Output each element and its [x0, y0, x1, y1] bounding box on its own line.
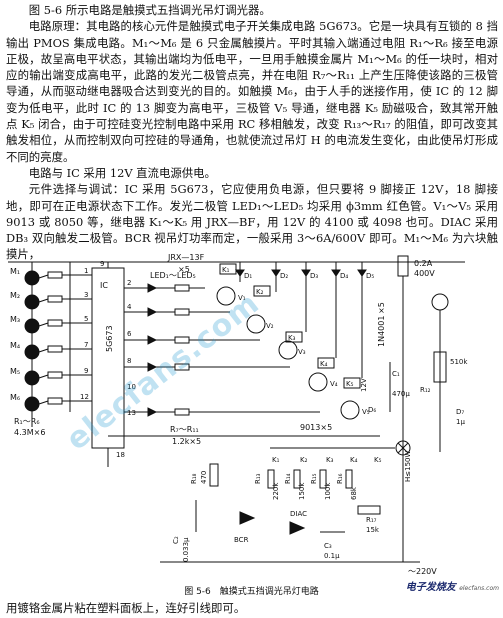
r-base-label: R₇～R₁₁ [170, 425, 199, 434]
rect-diode: 1N4001 [377, 316, 386, 347]
svg-text:18: 18 [116, 451, 125, 459]
svg-text:K₁: K₁ [272, 456, 280, 464]
svg-text:×5: ×5 [377, 302, 386, 314]
svg-text:12: 12 [80, 393, 89, 401]
svg-text:D₇: D₇ [456, 408, 464, 416]
fuse-value: 0.2A [414, 259, 433, 268]
svg-text:R₁₅: R₁₅ [310, 473, 318, 484]
relay-driver-section: JRX—13F ×5 K₁ K₂ K₃ K₄ K₅ V₁ V₂ V₃ V₄ V₅… [108, 253, 380, 437]
ic-5g673: IC 5G673 1 3 5 7 9 12 2 4 6 8 10 13 18 9 [80, 260, 136, 467]
pad-label: M₁ [10, 267, 20, 276]
svg-text:K₂: K₂ [300, 456, 308, 464]
svg-text:9: 9 [84, 367, 88, 375]
svg-text:R₁₆: R₁₆ [336, 473, 344, 484]
svg-text:K₅: K₅ [346, 380, 354, 388]
relay-count: ×5 [178, 265, 190, 274]
figure-caption: 图 5-6 触摸式五挡调光吊灯电路 [184, 587, 319, 597]
svg-text:K₄: K₄ [320, 360, 328, 368]
fuse-voltage: 400V [414, 269, 435, 278]
svg-text:6: 6 [127, 330, 132, 338]
ic-label: IC [100, 281, 108, 290]
svg-text:C₂: C₂ [172, 536, 180, 544]
ic-part: 5G673 [105, 325, 114, 352]
svg-text:R₁₈: R₁₈ [190, 473, 198, 484]
lamp-label: H≤150W [404, 451, 412, 482]
relay-type: JRX—13F [167, 253, 205, 262]
r-input-value: 4.3M×6 [14, 428, 45, 437]
svg-text:100k: 100k [324, 482, 332, 500]
paragraph: 电路原理：其电路的核心元件是触摸式电子开关集成电路 5G673。它是一块具有互锁… [6, 19, 498, 164]
pad-label: M₆ [10, 393, 20, 402]
svg-text:C₃: C₃ [324, 542, 332, 550]
svg-text:0.033μ: 0.033μ [182, 537, 190, 562]
svg-text:K₄: K₄ [350, 456, 358, 464]
svg-text:3: 3 [84, 291, 88, 299]
svg-text:K₃: K₃ [288, 334, 296, 342]
svg-text:D₄: D₄ [340, 272, 348, 280]
svg-text:15k: 15k [366, 526, 380, 534]
circuit-diagram: M₁ M₂ M₃ M₄ M₅ M₆ R₁～R₆ 4.3M×6 IC 5G673 … [8, 253, 468, 576]
svg-text:9: 9 [100, 260, 104, 268]
svg-text:8: 8 [127, 357, 131, 365]
svg-text:R₁₄: R₁₄ [284, 473, 292, 484]
mains-label: ～220V [408, 567, 437, 576]
svg-text:7: 7 [84, 341, 88, 349]
svg-text:V₁: V₁ [238, 294, 246, 302]
svg-text:V₃: V₃ [298, 348, 306, 356]
pad-label: M₄ [10, 341, 20, 350]
paragraph: 电路与 IC 采用 12V 直流电源供电。 [28, 165, 216, 180]
svg-text:R₁₇: R₁₇ [366, 516, 377, 524]
svg-text:1: 1 [84, 267, 88, 275]
svg-text:K₅: K₅ [374, 456, 382, 464]
svg-text:D₁: D₁ [244, 272, 252, 280]
closing-text: 用镀铬金属片粘在塑料面板上，连好引线即可。 [6, 601, 246, 615]
transistor-type: 9013×5 [300, 423, 332, 432]
svg-text:D₂: D₂ [280, 272, 288, 280]
svg-text:V₄: V₄ [330, 380, 338, 388]
svg-text:4: 4 [127, 303, 132, 311]
dimmer-section: H≤150W K₁ K₂ K₃ K₄ K₅ R₁₃ 220k R₁₄ 150k … [160, 440, 437, 576]
svg-text:13: 13 [127, 409, 136, 417]
power-supply: 0.2A 400V 1N4001 ×5 C₁ 470μ 12V D₆ R₁₂ 5… [360, 255, 468, 562]
svg-text:0.1μ: 0.1μ [324, 552, 340, 560]
r-input-label: R₁～R₆ [14, 417, 40, 426]
svg-text:68k: 68k [350, 486, 358, 500]
svg-text:V₅: V₅ [362, 408, 370, 416]
svg-text:510k: 510k [450, 358, 468, 366]
svg-text:D₅: D₅ [366, 272, 374, 280]
svg-text:10: 10 [127, 383, 136, 391]
site-logo: 电子发烧友 elecfans.com [405, 582, 499, 593]
led-resistor-rows: LED₁～LED₅ R₇～R₁₁ 1.2k×5 [124, 271, 320, 446]
pad-label: M₅ [10, 367, 20, 376]
svg-text:150k: 150k [298, 482, 306, 500]
svg-text:470: 470 [200, 471, 208, 484]
svg-text:2: 2 [127, 279, 131, 287]
svg-text:1μ: 1μ [456, 418, 465, 426]
bcr-label: BCR [234, 536, 249, 544]
paragraph: 元件选择与调试：IC 采用 5G673，它应使用负电源，但只要将 9 脚接正 1… [6, 182, 498, 262]
svg-text:D₃: D₃ [310, 272, 318, 280]
svg-text:K₂: K₂ [256, 288, 264, 296]
pad-label: M₂ [10, 291, 20, 300]
svg-text:R₁₂: R₁₂ [420, 386, 431, 394]
svg-text:D₆: D₆ [368, 406, 376, 414]
svg-text:K₃: K₃ [326, 456, 334, 464]
svg-text:C₁: C₁ [392, 370, 400, 378]
svg-text:5: 5 [84, 315, 88, 323]
article-body: 图 5-6 所示电路是触摸式五挡调光吊灯调光器。 电路原理：其电路的核心元件是触… [6, 2, 498, 263]
svg-text:470μ: 470μ [392, 390, 410, 398]
svg-text:K₁: K₁ [222, 266, 230, 274]
svg-text:V₂: V₂ [266, 322, 274, 330]
led-label: LED₁～LED₅ [150, 271, 196, 280]
r-base-value: 1.2k×5 [172, 437, 201, 446]
paragraph: 图 5-6 所示电路是触摸式五挡调光吊灯调光器。 [28, 3, 271, 17]
svg-text:220k: 220k [272, 482, 280, 500]
pad-label: M₃ [10, 315, 20, 324]
touch-pads: M₁ M₂ M₃ M₄ M₅ M₆ R₁～R₆ 4.3M×6 [10, 262, 92, 437]
svg-text:R₁₃: R₁₃ [254, 473, 262, 484]
svg-text:12V: 12V [360, 378, 368, 392]
diac-label: DIAC [290, 510, 307, 518]
